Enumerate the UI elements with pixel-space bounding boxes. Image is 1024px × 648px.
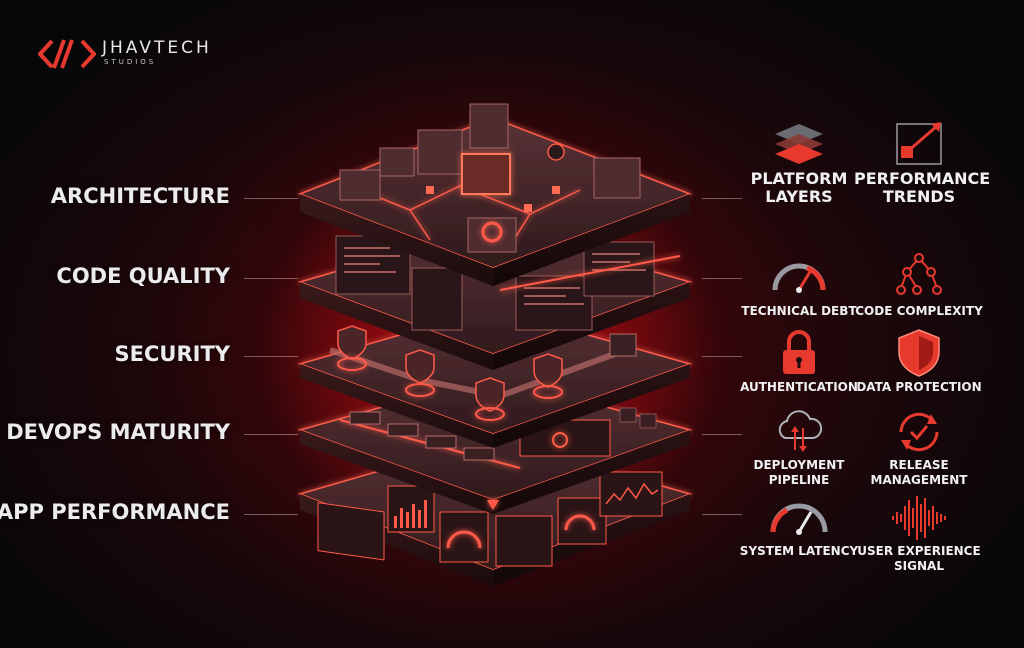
waveform-icon: [892, 496, 946, 540]
metric-label: CODE COMPLEXITY: [855, 304, 983, 318]
metric-trend-chart: PERFORMANCE TRENDS: [854, 116, 991, 206]
metric-label: RELEASE MANAGEMENT: [870, 458, 968, 487]
metric-shield: DATA PROTECTION: [854, 326, 984, 395]
node-tree-icon: [896, 253, 942, 295]
keypad-block: [609, 333, 637, 357]
right-leader-line-architecture: [702, 198, 742, 199]
pipeline-stages: [349, 411, 495, 461]
release-cycle-icon: [899, 412, 939, 452]
right-leader-line-code-quality: [702, 278, 742, 279]
gauge-panel: [439, 511, 489, 563]
layer-label-code-quality: CODE QUALITY: [56, 264, 230, 288]
scan-beam: [499, 255, 681, 291]
metric-node-tree: CODE COMPLEXITY: [854, 250, 984, 319]
brand-name: JHAVTECH: [102, 38, 212, 58]
architecture-nodes: [339, 103, 641, 253]
leader-line-architecture: [244, 198, 298, 199]
metrics-panel: [495, 515, 553, 567]
right-leader-line-devops-maturity: [702, 434, 742, 435]
metric-cloud-deploy: DEPLOYMENT PIPELINE: [734, 404, 864, 488]
cloud-deploy-icon: [778, 410, 823, 452]
metric-stacked-layers: PLATFORM LAYERS: [734, 116, 864, 206]
stacked-layers-icon: [775, 124, 823, 164]
junction-dots: [426, 186, 560, 212]
leader-line-app-performance: [244, 514, 298, 515]
sensor-dome: [547, 143, 565, 161]
brand-subtitle: STUDIOS: [104, 58, 157, 66]
shield-nodes: [337, 325, 563, 412]
core-hub: [461, 153, 511, 195]
right-leader-line-security: [702, 356, 742, 357]
server-nodes: [619, 407, 657, 429]
shield-icon: [898, 329, 940, 377]
brand-logo: JHAVTECH STUDIOS: [36, 36, 236, 76]
trend-chart-icon: [896, 122, 942, 165]
metric-padlock: AUTHENTICATION: [734, 326, 864, 395]
glow-rings: [337, 357, 563, 421]
metric-label: TECHNICAL DEBT: [741, 304, 857, 318]
metric-label: PLATFORM LAYERS: [750, 169, 848, 206]
speedometer-icon: [770, 503, 828, 535]
metric-label: AUTHENTICATION: [740, 380, 858, 394]
gauge-panel-2: [557, 497, 607, 545]
metric-release-cycle: RELEASE MANAGEMENT: [854, 404, 984, 488]
gauge-icon: [772, 263, 826, 293]
layer-label-architecture: ARCHITECTURE: [50, 184, 230, 208]
layer-architecture-plate: [297, 103, 693, 286]
padlock-icon: [783, 330, 815, 374]
layer-code-quality-plate: [297, 225, 693, 370]
leader-line-devops-maturity: [244, 434, 298, 435]
metric-label: DATA PROTECTION: [856, 380, 982, 394]
spine-arrow: [487, 500, 499, 510]
layer-label-security: SECURITY: [114, 342, 230, 366]
metric-label: USER EXPERIENCE SIGNAL: [857, 544, 981, 573]
mini-bars: [394, 500, 427, 528]
metric-label: SYSTEM LATENCY: [739, 544, 859, 558]
leader-line-security: [244, 356, 298, 357]
dashboard-panel: [317, 502, 385, 561]
metric-gauge: TECHNICAL DEBT: [734, 250, 864, 319]
metric-speedometer: SYSTEM LATENCY: [734, 490, 864, 559]
leader-line-code-quality: [244, 278, 298, 279]
layer-label-app-performance: APP PERFORMANCE: [0, 500, 230, 524]
hub-ring: [481, 221, 503, 243]
metric-label: DEPLOYMENT PIPELINE: [753, 458, 845, 487]
metric-waveform: USER EXPERIENCE SIGNAL: [854, 490, 984, 574]
metric-label: PERFORMANCE TRENDS: [854, 169, 991, 206]
right-leader-line-app-performance: [702, 514, 742, 515]
layer-security-plate: [297, 307, 693, 448]
layer-label-devops-maturity: DEVOPS MATURITY: [6, 420, 230, 444]
code-brackets-logo-icon: [38, 39, 96, 69]
